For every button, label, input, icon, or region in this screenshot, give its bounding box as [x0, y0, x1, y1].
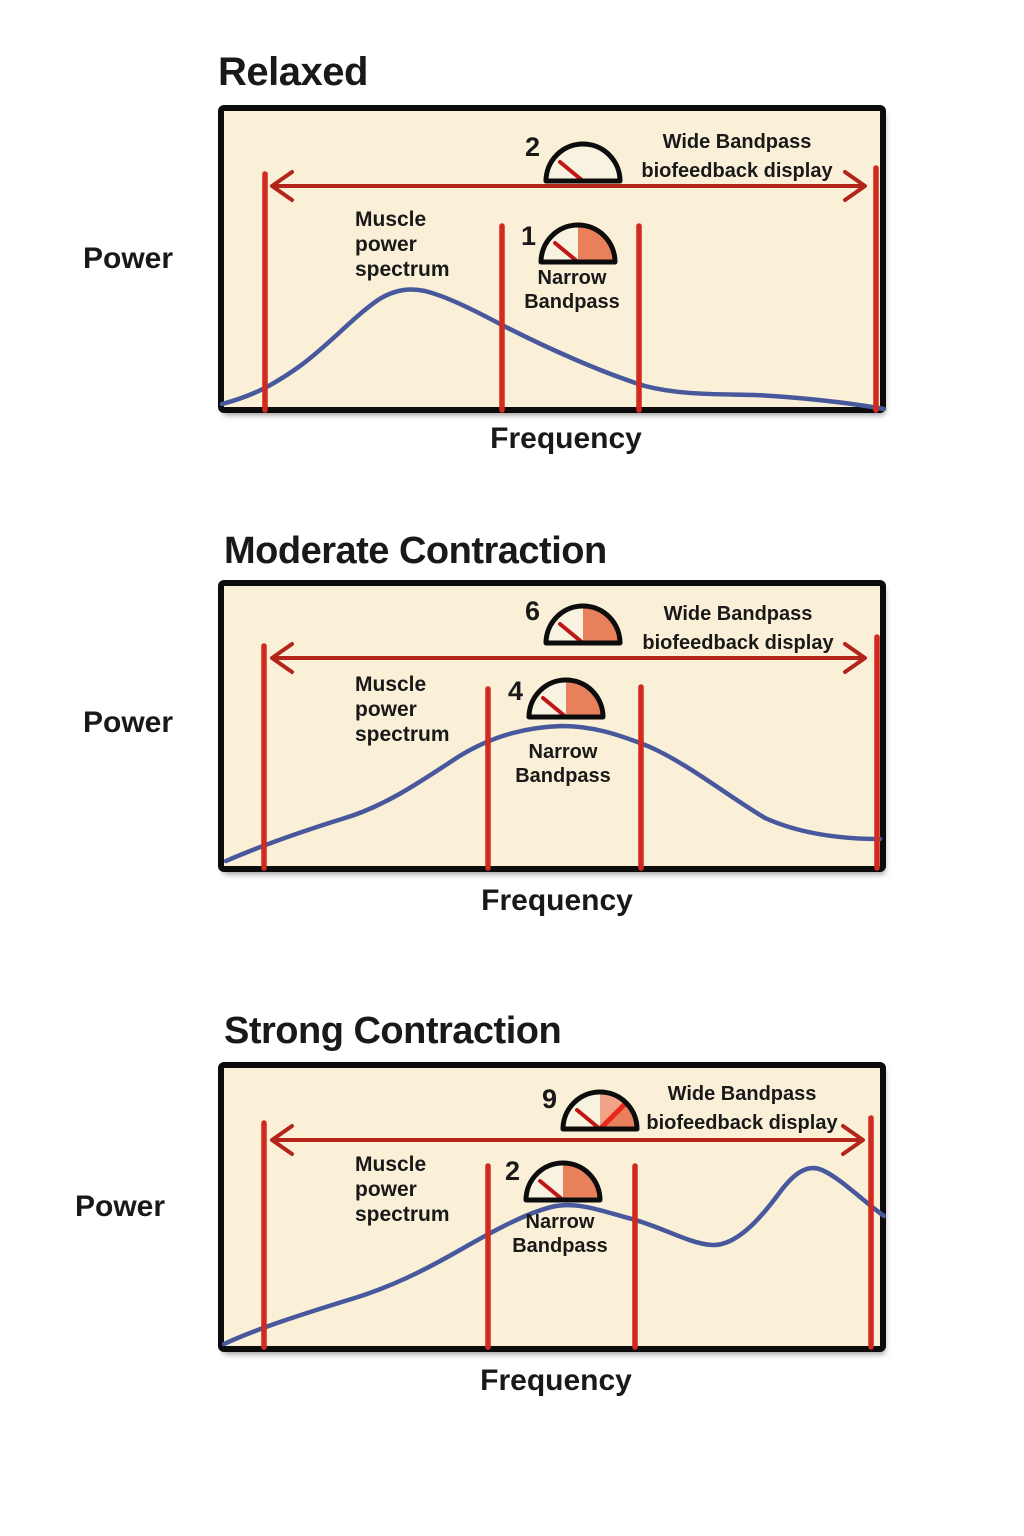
panel-title: Relaxed	[218, 50, 368, 94]
strong-spectrum-box	[218, 1062, 886, 1352]
relaxed-spectrum-box	[218, 105, 886, 413]
power-axis-label: Power	[82, 706, 174, 739]
power-axis-label: Power	[74, 1190, 166, 1223]
panel-title: Moderate Contraction	[224, 530, 607, 572]
moderate-spectrum-box	[218, 580, 886, 872]
frequency-axis-label: Frequency	[481, 884, 633, 917]
frequency-axis-label: Frequency	[480, 1364, 632, 1397]
power-axis-label: Power	[82, 242, 174, 275]
panel-title: Strong Contraction	[224, 1010, 562, 1052]
frequency-axis-label: Frequency	[490, 422, 642, 455]
